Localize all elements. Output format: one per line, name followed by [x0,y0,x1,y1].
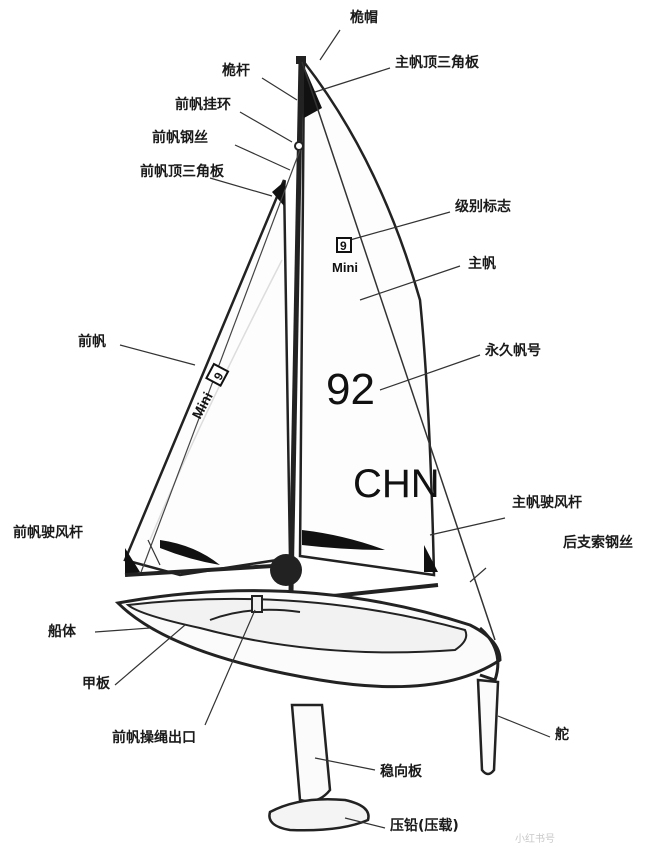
leader-lines [94,29,551,829]
label-mast: 桅杆 [222,63,250,79]
main-clew-corner [424,545,438,572]
jib-class-emblem-box [205,362,230,387]
jib-batten [160,540,220,565]
jib-shading [149,259,283,541]
label-jib-hook: 前帆挂环 [175,97,231,113]
label-mainsail: 主帆 [468,256,496,272]
label-jib-head-board: 前帆顶三角板 [140,164,224,180]
main-batten [302,530,385,550]
label-sail-number: 永久帆号 [485,343,541,359]
label-main-head-board: 主帆顶三角板 [395,55,479,71]
label-hull: 船体 [48,624,76,640]
deck-surface [125,597,468,654]
main-class-mark: Mini [332,260,358,275]
mast-cap [296,56,306,64]
sail-number: 92 [326,365,375,414]
main-sail [298,58,436,577]
label-jib-boom: 前帆驶风杆 [13,525,83,541]
label-keel-fin: 稳向板 [380,764,422,780]
label-deck: 甲板 [82,676,110,692]
watermark: 小红书号 [515,834,555,845]
label-main-boom: 主帆驶风杆 [512,495,582,511]
main-class-emblem: 9 [340,239,347,253]
mast-pole [287,59,304,646]
mast-base [270,554,302,586]
jib-sheet-exit-fitting [251,595,263,613]
label-class-insignia: 级别标志 [455,199,511,215]
label-jib-sheet-exit: 前帆操绳出口 [112,730,196,746]
main-head-board [304,66,322,118]
keel-fin [290,703,332,803]
sail-country-code: CHN [353,462,440,506]
label-ballast: 压铅(压载) [390,818,459,834]
label-backstay: 后支索钢丝 [563,535,633,551]
main-class-emblem-box [336,237,352,253]
jib-clew-corner [125,548,140,575]
label-jib: 前帆 [78,334,106,350]
rudder-blade [476,678,500,776]
label-rudder: 舵 [555,727,569,743]
jib-hook-ring [294,141,304,151]
label-mast-cap: 桅帽 [350,10,378,26]
backstay-wire [301,61,496,641]
ballast-bulb [268,797,370,832]
jib-boom-pole [124,563,291,577]
forestay-wire [139,149,301,576]
hull-stern [478,626,500,682]
jib-head-board [272,180,286,206]
label-jib-wire: 前帆钢丝 [152,130,208,146]
